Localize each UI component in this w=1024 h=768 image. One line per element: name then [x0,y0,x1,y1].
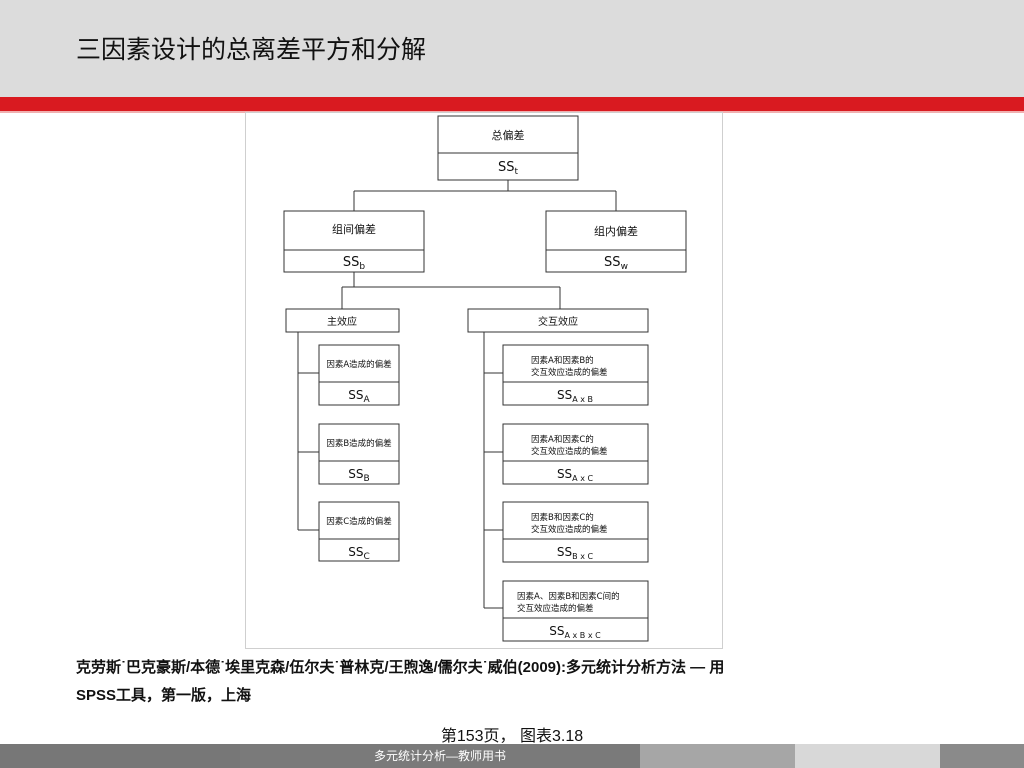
footer-bar [0,744,1024,768]
main-effects-box: 主效应 [285,308,400,333]
citation-line-1: 克劳斯˙巴克豪斯/本德˙埃里克森/伍尔夫˙普林克/王煦逸/儒尔夫˙威伯(2009… [76,659,725,676]
interaction-ab-box: 因素A和因素B的 交互效应造成的偏差 SSA x B [502,344,649,406]
title-band: 三因素设计的总离差平方和分解 [0,0,1024,97]
interaction-bc-ss: SSB x C [557,545,594,561]
total-deviation-label: 总偏差 [492,128,525,142]
total-deviation-box: 总偏差 SSt [437,115,579,181]
interaction-bc-label-1: 因素B和因素C的 [531,512,594,523]
interaction-bc-box: 因素B和因素C的 交互效应造成的偏差 SSB x C [502,501,649,563]
footer-segment-dark-left [0,744,240,768]
factor-a-ss: SSA [348,388,370,405]
figure-caption: 第153页， 图表3.18 [440,728,584,745]
interaction-ac-label-1: 因素A和因素C的 [531,434,594,445]
connector-lines [297,180,617,609]
main-effects-label: 主效应 [327,315,357,328]
factor-a-label: 因素A造成的偏差 [326,359,391,370]
slide-title: 三因素设计的总离差平方和分解 [76,35,427,64]
interaction-ac-box: 因素A和因素C的 交互效应造成的偏差 SSA x C [502,423,649,485]
factor-b-ss: SSB [348,467,369,484]
citation-line-2: SPSS工具，第一版，上海 [76,687,252,704]
within-group-label: 组内偏差 [594,224,638,238]
interaction-bc-label-2: 交互效应造成的偏差 [531,524,608,535]
footer-segment-dark-right [940,744,1024,768]
total-deviation-ss: SSt [498,160,519,177]
interaction-effects-label: 交互效应 [538,315,578,328]
diagram-svg: 总偏差 SSt 组间偏差 SSb 组内偏差 SSw 主效应 交互效应 [283,115,687,642]
accent-bar [0,97,1024,111]
footer-text: 多元统计分析—教师用书 [373,749,506,763]
factor-c-ss: SSC [348,545,370,562]
citation: 克劳斯˙巴克豪斯/本德˙埃里克森/伍尔夫˙普林克/王煦逸/儒尔夫˙威伯(2009… [76,654,956,710]
footer-segment-light [795,744,940,768]
interaction-abc-ss: SSA x B x C [549,624,601,640]
interaction-ab-label-1: 因素A和因素B的 [531,355,594,366]
factor-b-label: 因素B造成的偏差 [326,438,391,449]
within-group-ss: SSw [604,255,628,272]
footer-segment-mid [640,744,795,768]
interaction-abc-label-2: 交互效应造成的偏差 [517,603,594,614]
interaction-ab-label-2: 交互效应造成的偏差 [531,367,608,378]
footer-segment-dark-center [240,744,640,768]
factor-b-box: 因素B造成的偏差 SSB [318,423,400,485]
interaction-ac-ss: SSA x C [557,467,594,483]
between-group-box: 组间偏差 SSb [283,210,425,273]
factor-c-box: 因素C造成的偏差 SSC [318,501,400,562]
interaction-abc-box: 因素A、因素B和因素C间的 交互效应造成的偏差 SSA x B x C [502,580,649,642]
between-group-label: 组间偏差 [332,222,376,236]
factor-c-label: 因素C造成的偏差 [326,516,391,527]
interaction-abc-label-1: 因素A、因素B和因素C间的 [517,591,620,602]
interaction-effects-box: 交互效应 [467,308,649,333]
within-group-box: 组内偏差 SSw [545,210,687,273]
between-group-ss: SSb [343,255,366,272]
factor-a-box: 因素A造成的偏差 SSA [318,344,400,406]
interaction-ab-ss: SSA x B [557,388,593,404]
decomposition-diagram: 总偏差 SSt 组间偏差 SSb 组内偏差 SSw 主效应 交互效应 [245,112,723,649]
interaction-ac-label-2: 交互效应造成的偏差 [531,446,608,457]
